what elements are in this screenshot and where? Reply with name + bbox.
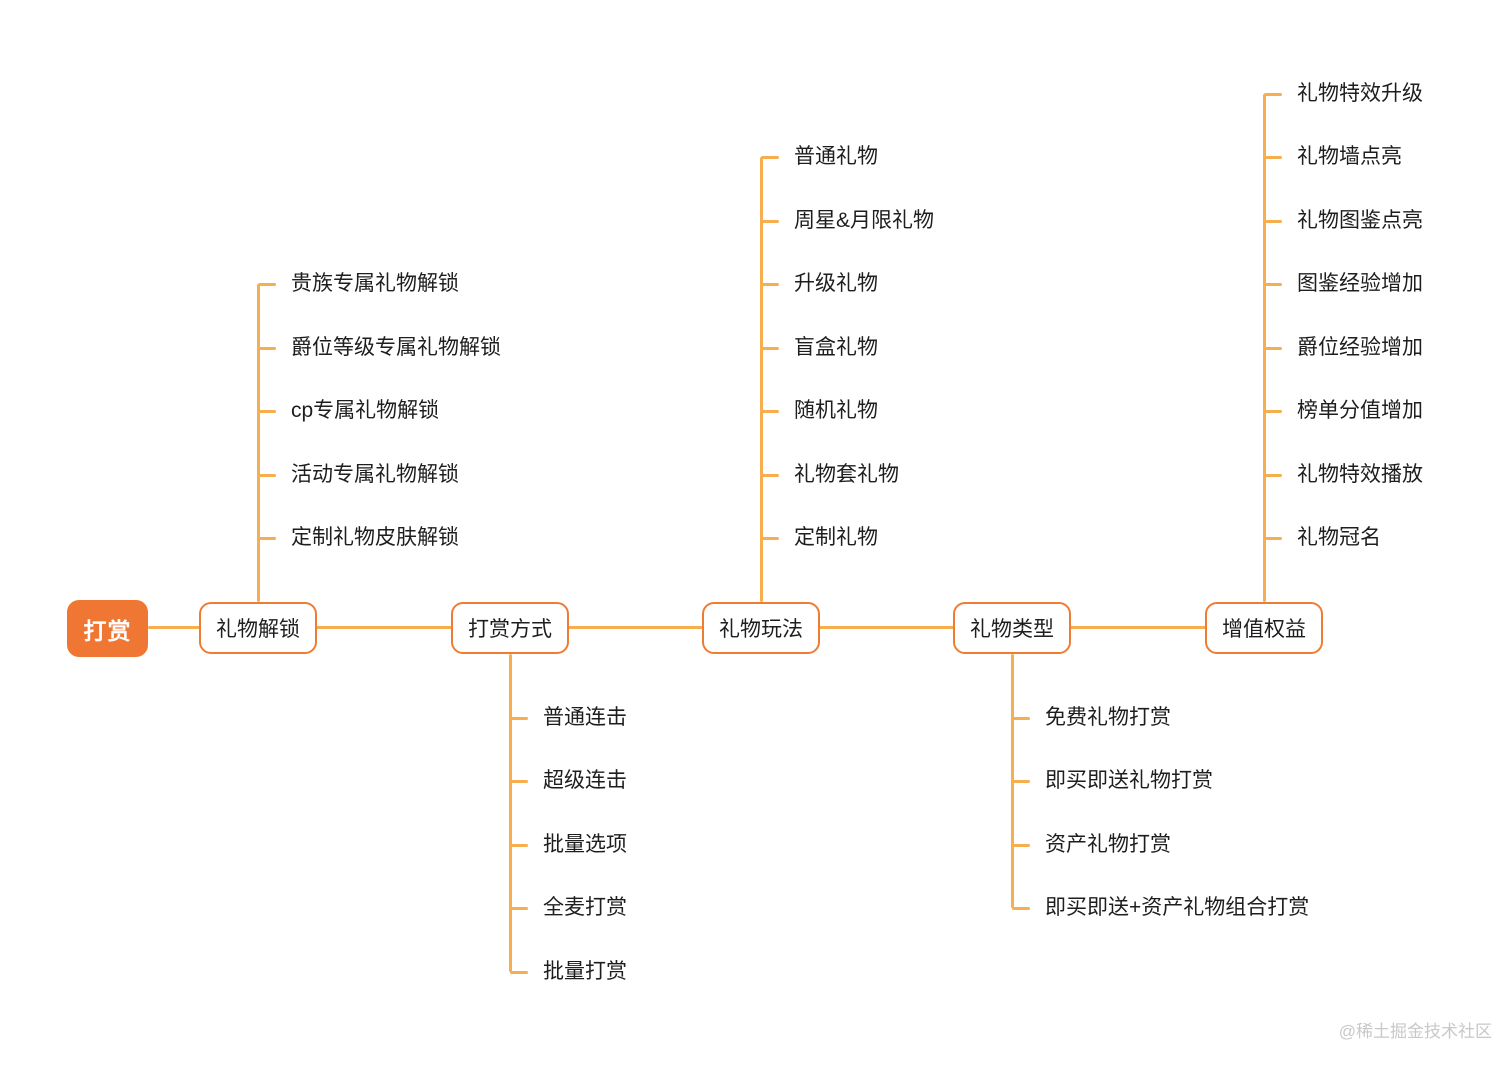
child-topic[interactable]: 礼物特效升级 <box>1264 80 1423 108</box>
child-topic[interactable]: 超级连击 <box>510 767 627 795</box>
branch-topic-gift-gameplay[interactable]: 礼物玩法 <box>702 602 820 654</box>
child-topic[interactable]: 普通礼物 <box>761 143 878 171</box>
child-topic[interactable]: 即买即送礼物打赏 <box>1012 767 1213 795</box>
child-topic[interactable]: 图鉴经验增加 <box>1264 270 1423 298</box>
child-topic[interactable]: 礼物图鉴点亮 <box>1264 207 1423 235</box>
child-topic[interactable]: 普通连击 <box>510 704 627 732</box>
branch-line-reward-method <box>508 654 512 972</box>
watermark: @稀土掘金技术社区 <box>1338 1022 1492 1041</box>
child-topic[interactable]: 免费礼物打赏 <box>1012 704 1171 732</box>
child-topic[interactable]: 盲盒礼物 <box>761 334 878 362</box>
child-topic[interactable]: 批量选项 <box>510 831 627 859</box>
child-topic[interactable]: 资产礼物打赏 <box>1012 831 1171 859</box>
child-topic[interactable]: 爵位经验增加 <box>1264 334 1423 362</box>
branch-line-gift-unlock <box>256 284 260 602</box>
branch-topic-value-benefits[interactable]: 增值权益 <box>1205 602 1323 654</box>
child-topic[interactable]: 礼物冠名 <box>1264 524 1381 552</box>
child-topic[interactable]: 随机礼物 <box>761 397 878 425</box>
child-topic[interactable]: 周星&月限礼物 <box>760 207 934 235</box>
child-topic[interactable]: 榜单分值增加 <box>1264 397 1423 425</box>
child-topic[interactable]: 礼物套礼物 <box>761 461 899 489</box>
branch-line-gift-gameplay <box>759 157 763 602</box>
branch-topic-gift-type[interactable]: 礼物类型 <box>953 602 1071 654</box>
child-topic[interactable]: 批量打赏 <box>510 958 627 986</box>
child-topic[interactable]: 活动专属礼物解锁 <box>258 461 459 489</box>
child-topic[interactable]: 定制礼物皮肤解锁 <box>258 524 459 552</box>
branch-topic-gift-unlock[interactable]: 礼物解锁 <box>199 602 317 654</box>
child-topic[interactable]: 礼物特效播放 <box>1264 461 1423 489</box>
child-topic[interactable]: 即买即送+资产礼物组合打赏 <box>1011 894 1309 922</box>
child-topic[interactable]: 全麦打赏 <box>510 894 627 922</box>
child-topic[interactable]: cp专属礼物解锁 <box>257 397 439 425</box>
child-topic[interactable]: 升级礼物 <box>761 270 878 298</box>
child-topic[interactable]: 贵族专属礼物解锁 <box>258 270 459 298</box>
root-topic[interactable]: 打赏 <box>67 600 148 657</box>
child-topic[interactable]: 定制礼物 <box>761 524 878 552</box>
child-topic[interactable]: 爵位等级专属礼物解锁 <box>258 334 501 362</box>
branch-topic-reward-method[interactable]: 打赏方式 <box>451 602 569 654</box>
child-topic[interactable]: 礼物墙点亮 <box>1264 143 1402 171</box>
